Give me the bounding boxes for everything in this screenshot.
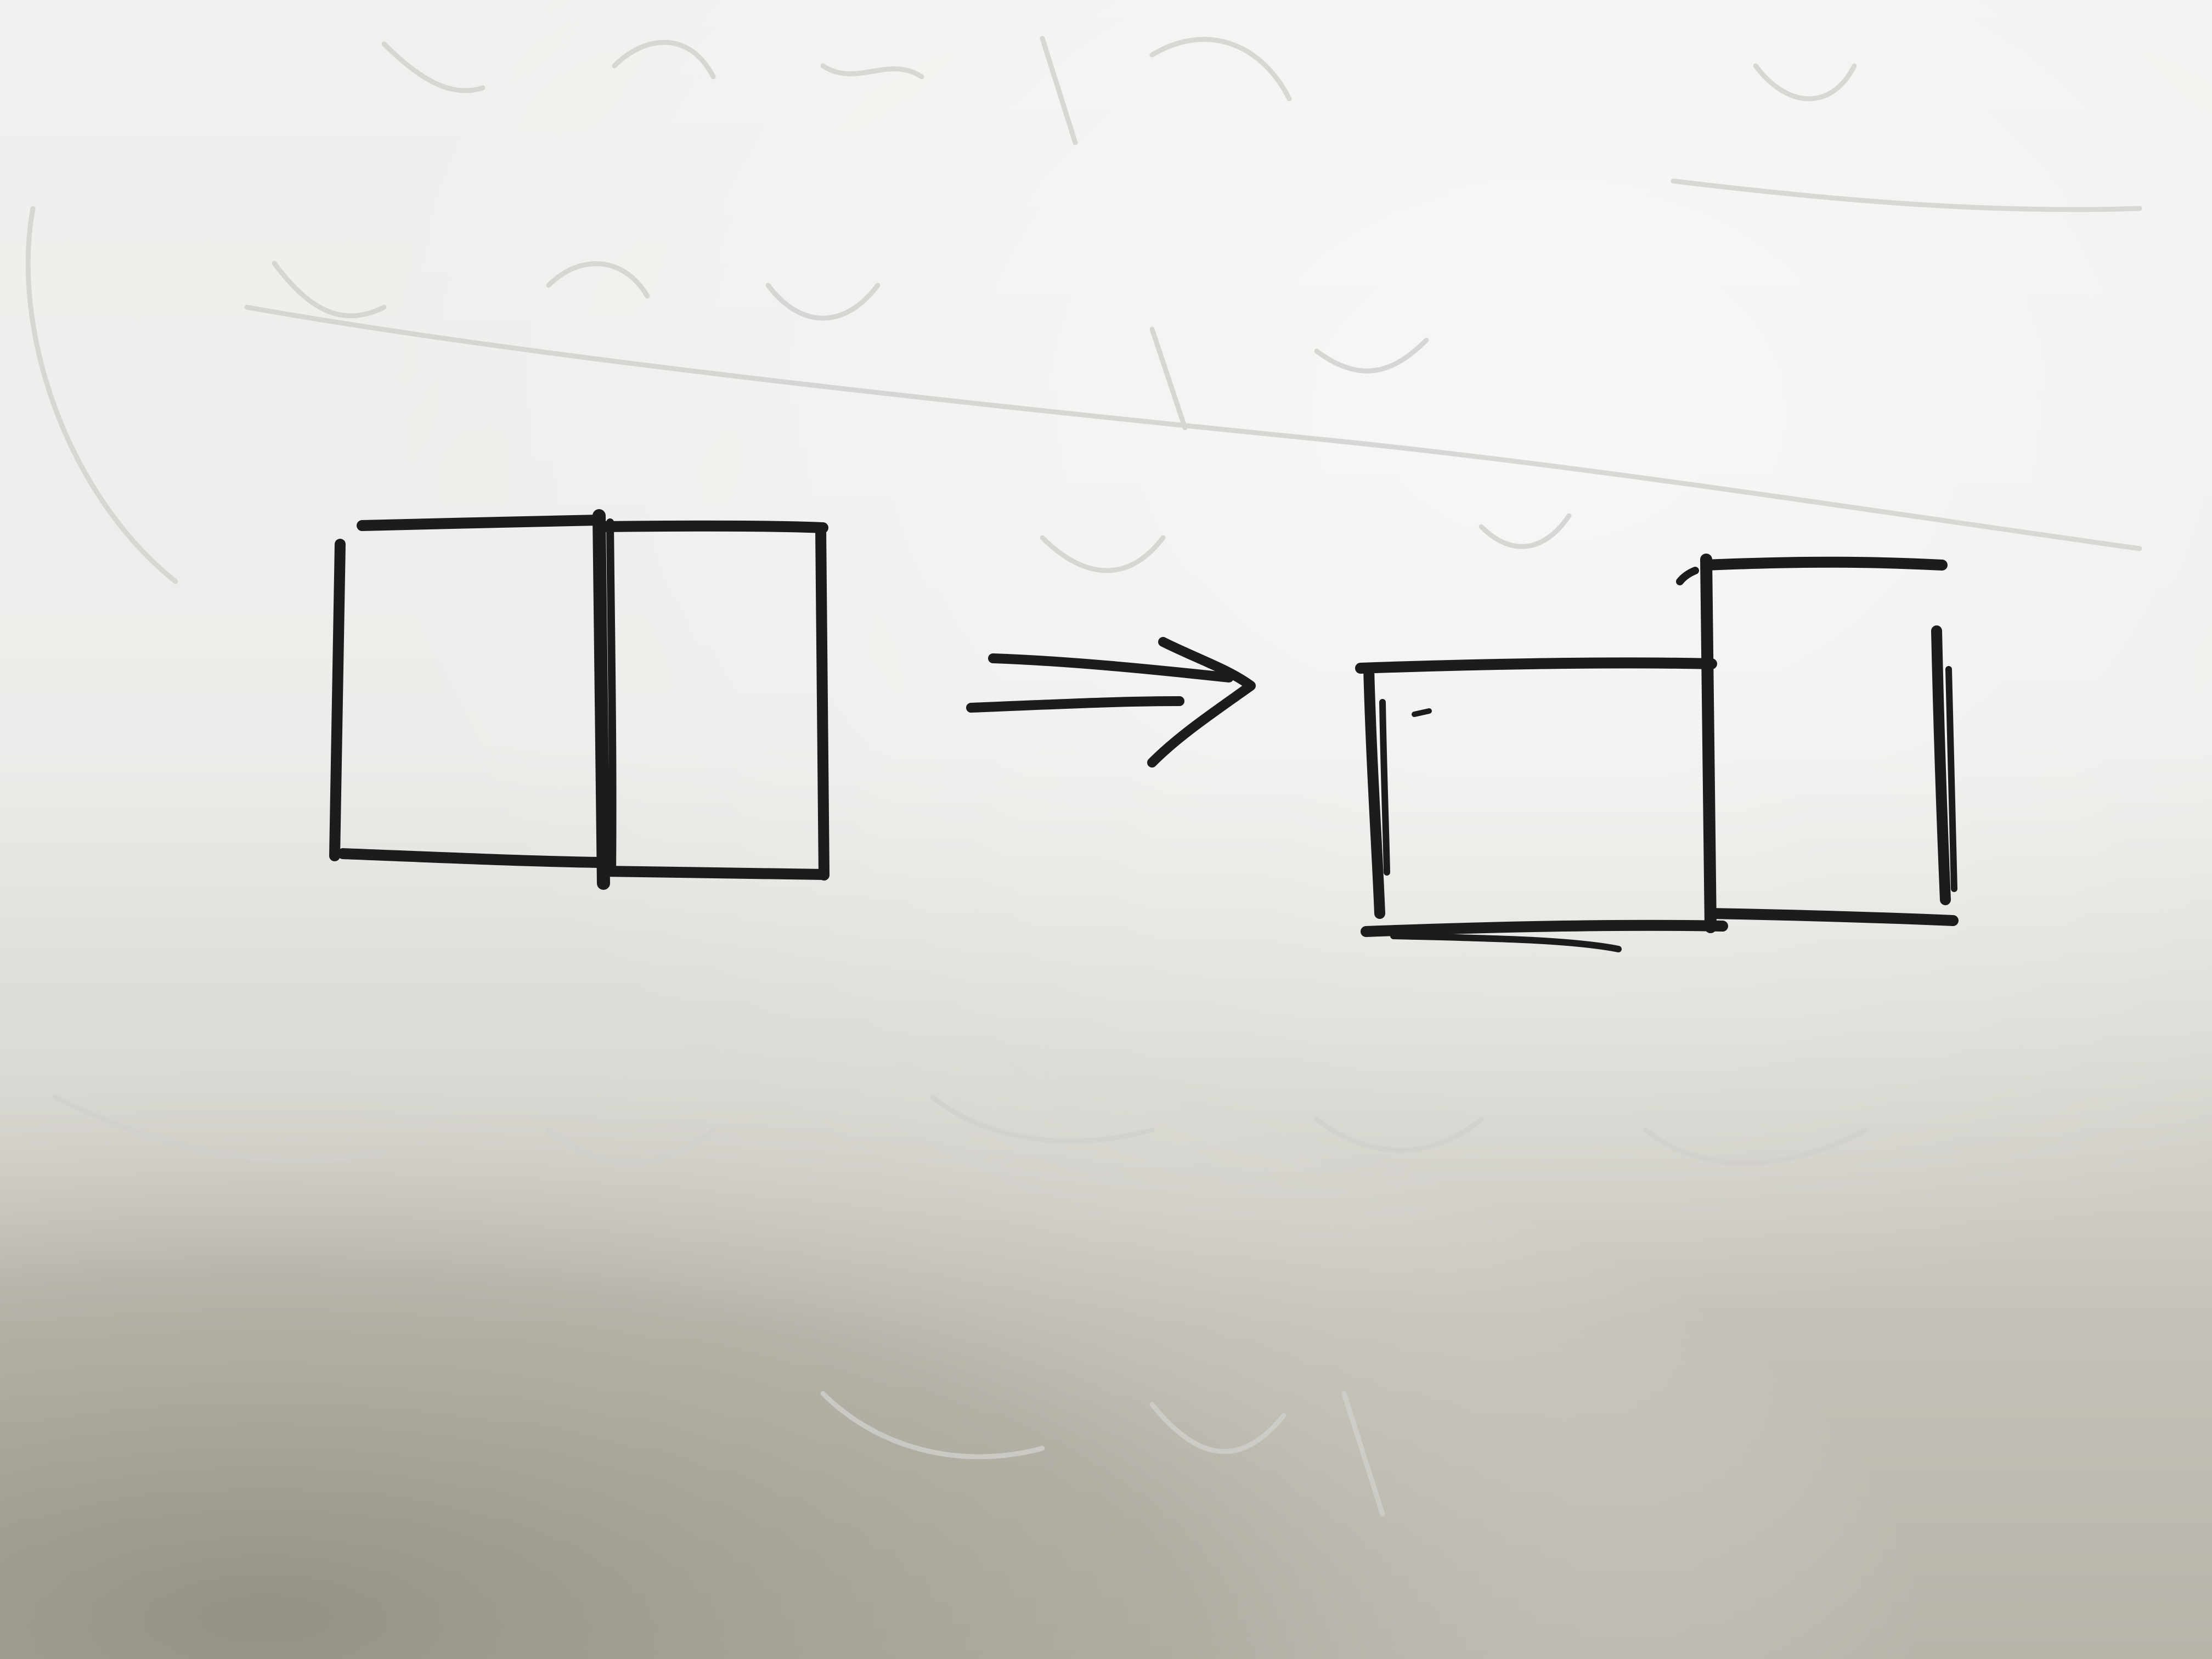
after-left-rect-left xyxy=(1363,664,1385,919)
arrow-shaft-upper xyxy=(988,653,1234,682)
before-left-rect-bottom xyxy=(337,848,603,868)
hand-shadow xyxy=(0,823,2212,1659)
bleed-through-writing xyxy=(25,36,2142,1517)
after-right-rect-top xyxy=(1701,556,1948,571)
before-left-rect-left xyxy=(329,539,346,861)
before-right-rect-top xyxy=(598,520,828,533)
before-figure xyxy=(329,509,830,890)
arrow-shaft-lower xyxy=(966,696,1184,713)
after-right-rect-right-double xyxy=(1945,666,1957,892)
after-figure xyxy=(1355,554,1959,952)
after-left-rect-bottom-double xyxy=(1390,933,1622,952)
after-right-rect-right xyxy=(1931,625,1951,905)
after-shared-edge xyxy=(1700,554,1717,933)
before-shared-edge xyxy=(592,509,610,890)
arrow-head xyxy=(1147,637,1256,768)
after-left-rect-bottom xyxy=(1361,919,1728,937)
after-ink-dot xyxy=(1412,708,1432,717)
before-shared-edge-double xyxy=(606,518,617,876)
after-left-rect-top xyxy=(1355,657,1717,674)
before-left-rect-top xyxy=(357,515,603,531)
arrow-icon xyxy=(966,637,1256,768)
after-left-rect-left-double xyxy=(1379,699,1390,876)
before-right-rect-bottom xyxy=(598,866,830,880)
before-right-rect-right xyxy=(815,522,830,881)
after-right-rect-tick xyxy=(1676,567,1699,585)
after-right-rect-bottom xyxy=(1706,908,1959,926)
